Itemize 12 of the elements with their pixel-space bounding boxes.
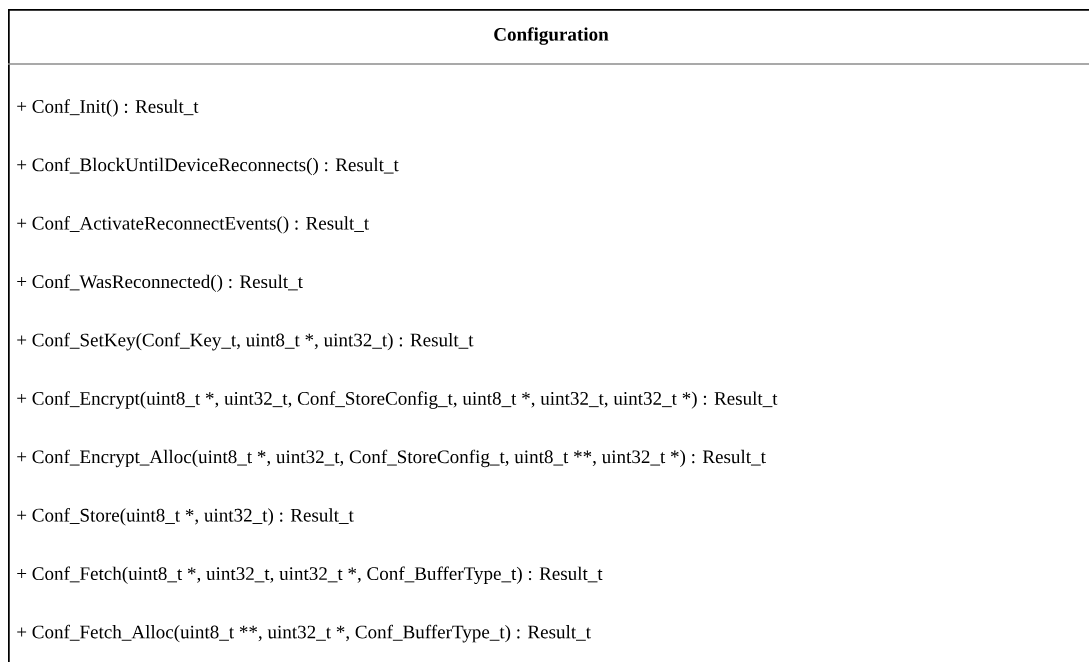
method-signature: + Conf_WasReconnected() : Result_t: [17, 274, 303, 292]
method-signature: + Conf_BlockUntilDeviceReconnects() : Result_t: [17, 157, 399, 176]
class-box: [7, 9, 1089, 662]
method-signature: + Conf_Store(uint8_t *, uint32_t) : Result_t: [17, 508, 354, 526]
method-signature: + Conf_Fetch_Alloc(uint8_t **, uint32_t *, Conf_BufferType_t) : Result_t: [17, 624, 591, 643]
method-signature: + Conf_Encrypt_Alloc(uint8_t *, uint32_t, Conf_StoreConfig_t, uint8_t **, uint32_t *) : Result_t: [17, 449, 766, 468]
class-name: Configuration: [494, 27, 609, 45]
method-signature: + Conf_Init() : Result_t: [17, 99, 199, 117]
method-signature: + Conf_SetKey(Conf_Key_t, uint8_t *, uint32_t) : Result_t: [17, 332, 474, 351]
method-signature: + Conf_Fetch(uint8_t *, uint32_t, uint32_t *, Conf_BufferType_t) : Result_t: [17, 566, 603, 584]
method-signature: + Conf_Encrypt(uint8_t *, uint32_t, Conf_StoreConfig_t, uint8_t *, uint32_t, uint32_t *) : Result_t: [17, 391, 778, 409]
method-signature: + Conf_ActivateReconnectEvents() : Result_t: [17, 216, 369, 234]
